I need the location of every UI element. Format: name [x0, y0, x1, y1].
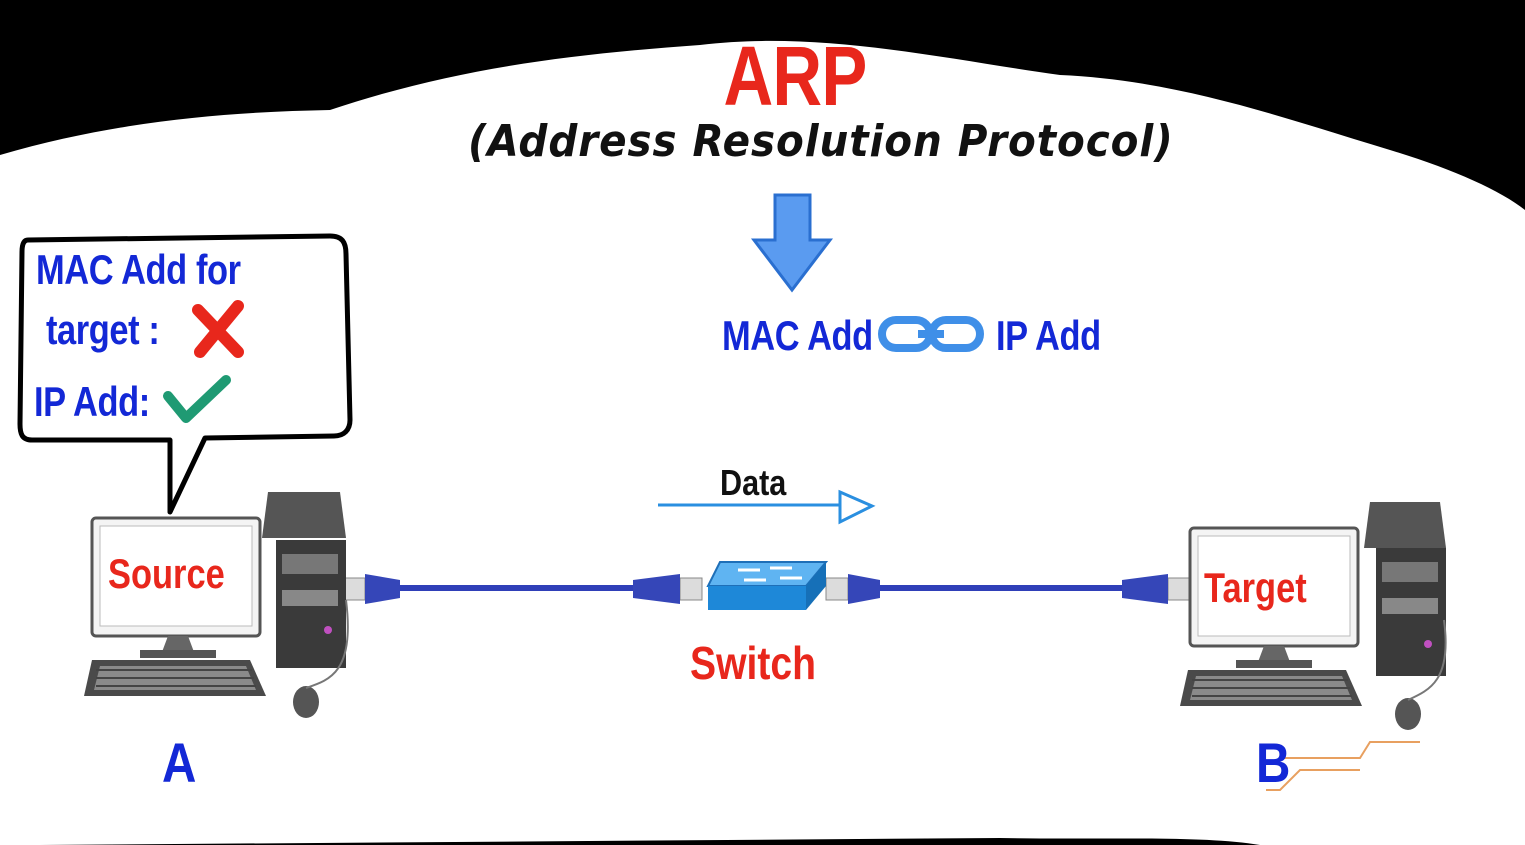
cable-left	[342, 574, 703, 604]
data-arrow	[658, 489, 876, 525]
bubble-line-target: target :	[46, 306, 160, 353]
speech-bubble	[17, 233, 353, 515]
cable-right	[825, 574, 1191, 604]
source-node-letter: A	[162, 731, 197, 794]
diagram-title: ARP	[723, 29, 868, 123]
background-blob	[0, 40, 1525, 845]
bubble-line-ip: IP Add:	[34, 378, 150, 425]
check-icon	[163, 375, 231, 423]
switch-icon	[706, 561, 829, 610]
target-screen-label: Target	[1204, 564, 1307, 611]
chain-link-icon	[878, 316, 984, 352]
mapping-mac-label: MAC Add	[722, 312, 873, 359]
cross-icon	[192, 300, 244, 358]
target-node-letter: B	[1256, 731, 1291, 794]
data-label: Data	[720, 462, 787, 503]
source-computer	[84, 492, 349, 718]
switch-label: Switch	[690, 637, 817, 689]
mapping-ip-label: IP Add	[996, 312, 1101, 359]
diagram-subtitle: (Address Resolution Protocol)	[468, 116, 1174, 167]
down-arrow	[750, 193, 834, 293]
bubble-line-mac: MAC Add for	[36, 246, 241, 293]
source-screen-label: Source	[108, 550, 225, 597]
target-computer	[1180, 502, 1447, 791]
